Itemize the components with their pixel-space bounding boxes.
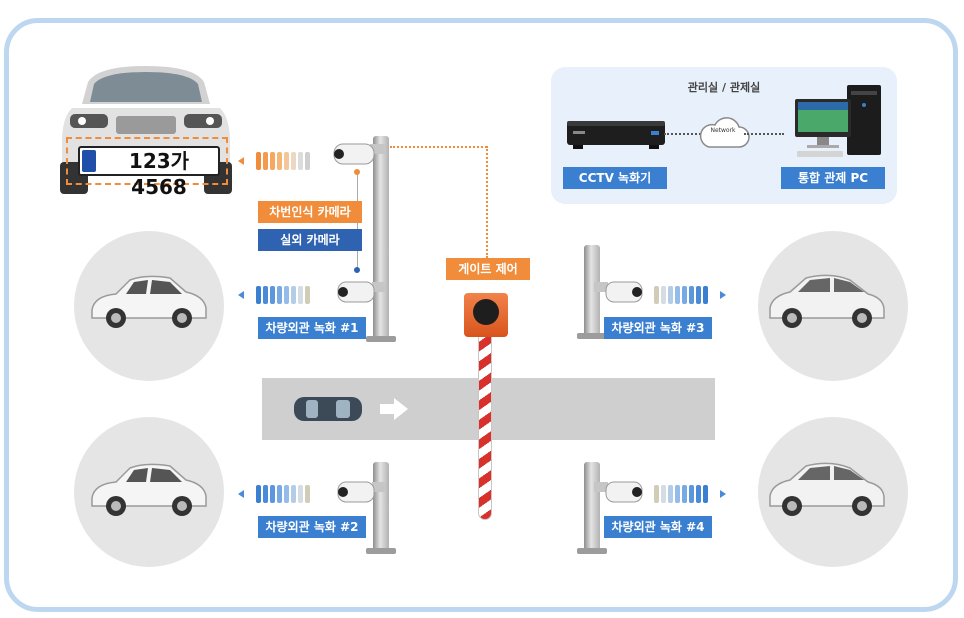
recorder-label: CCTV 녹화기 xyxy=(563,167,667,189)
control-link-line xyxy=(390,146,487,148)
connector-dot xyxy=(354,169,360,175)
right-arrow-icon xyxy=(380,398,408,420)
car-icon xyxy=(769,462,885,516)
pole-base xyxy=(577,333,607,339)
desktop-pc-icon xyxy=(795,85,881,157)
network-link-right xyxy=(744,133,784,135)
barrier-arm xyxy=(478,330,492,520)
rec3-label: 차량외관 녹화 #3 xyxy=(604,317,712,339)
control-link-line xyxy=(486,146,488,258)
license-plate: 123가 4568 xyxy=(78,146,220,199)
network-label: Network xyxy=(710,127,736,134)
plate-highlight xyxy=(66,137,228,185)
signal-rec3 xyxy=(654,286,726,304)
rec2-label: 차량외관 녹화 #2 xyxy=(258,516,366,538)
top-view-car-icon xyxy=(294,397,362,421)
control-room-title: 관리실 / 관제실 xyxy=(687,81,761,94)
gate-motor xyxy=(473,299,499,325)
car-icon xyxy=(91,275,207,328)
bullet-camera-icon xyxy=(337,281,386,303)
control-room-panel: 관리실 / 관제실 Network CCTV 녹화기 통합 관제 PC xyxy=(551,67,897,204)
signal-rec1 xyxy=(238,286,310,304)
bullet-camera-icon xyxy=(594,481,643,503)
bullet-camera-icon xyxy=(337,481,386,503)
connector-dot xyxy=(354,267,360,273)
barrier-gate-icon xyxy=(464,293,508,337)
outdoor-camera-label: 실외 카메라 xyxy=(258,229,362,251)
bullet-camera-icon xyxy=(594,281,643,303)
network-link-left xyxy=(664,133,704,135)
pc-label: 통합 관제 PC xyxy=(781,167,885,189)
left-arrow-icon xyxy=(238,291,244,299)
rec1-label: 차량외관 녹화 #1 xyxy=(258,317,366,339)
signal-lpr xyxy=(238,152,310,170)
plate-flag-icon xyxy=(82,150,96,172)
gate-control-label: 게이트 제어 xyxy=(446,258,530,280)
signal-rec2 xyxy=(238,485,310,503)
plate-number: 123가 4568 xyxy=(128,149,190,199)
left-arrow-icon xyxy=(238,157,244,165)
lpr-camera-label: 차번인식 카메라 xyxy=(258,201,362,223)
cloud-icon xyxy=(699,117,750,148)
pole-base xyxy=(366,548,396,554)
car-icon xyxy=(769,274,885,328)
rec4-label: 차량외관 녹화 #4 xyxy=(604,516,712,538)
right-arrow-icon xyxy=(720,490,726,498)
car-icon xyxy=(91,463,207,516)
pole-base xyxy=(577,548,607,554)
left-arrow-icon xyxy=(238,490,244,498)
dvr-icon xyxy=(567,121,665,149)
camera-pole-3 xyxy=(584,245,600,337)
lpr-camera-icon xyxy=(333,143,386,165)
signal-rec4 xyxy=(654,485,726,503)
pole-base xyxy=(366,336,396,342)
right-arrow-icon xyxy=(720,291,726,299)
